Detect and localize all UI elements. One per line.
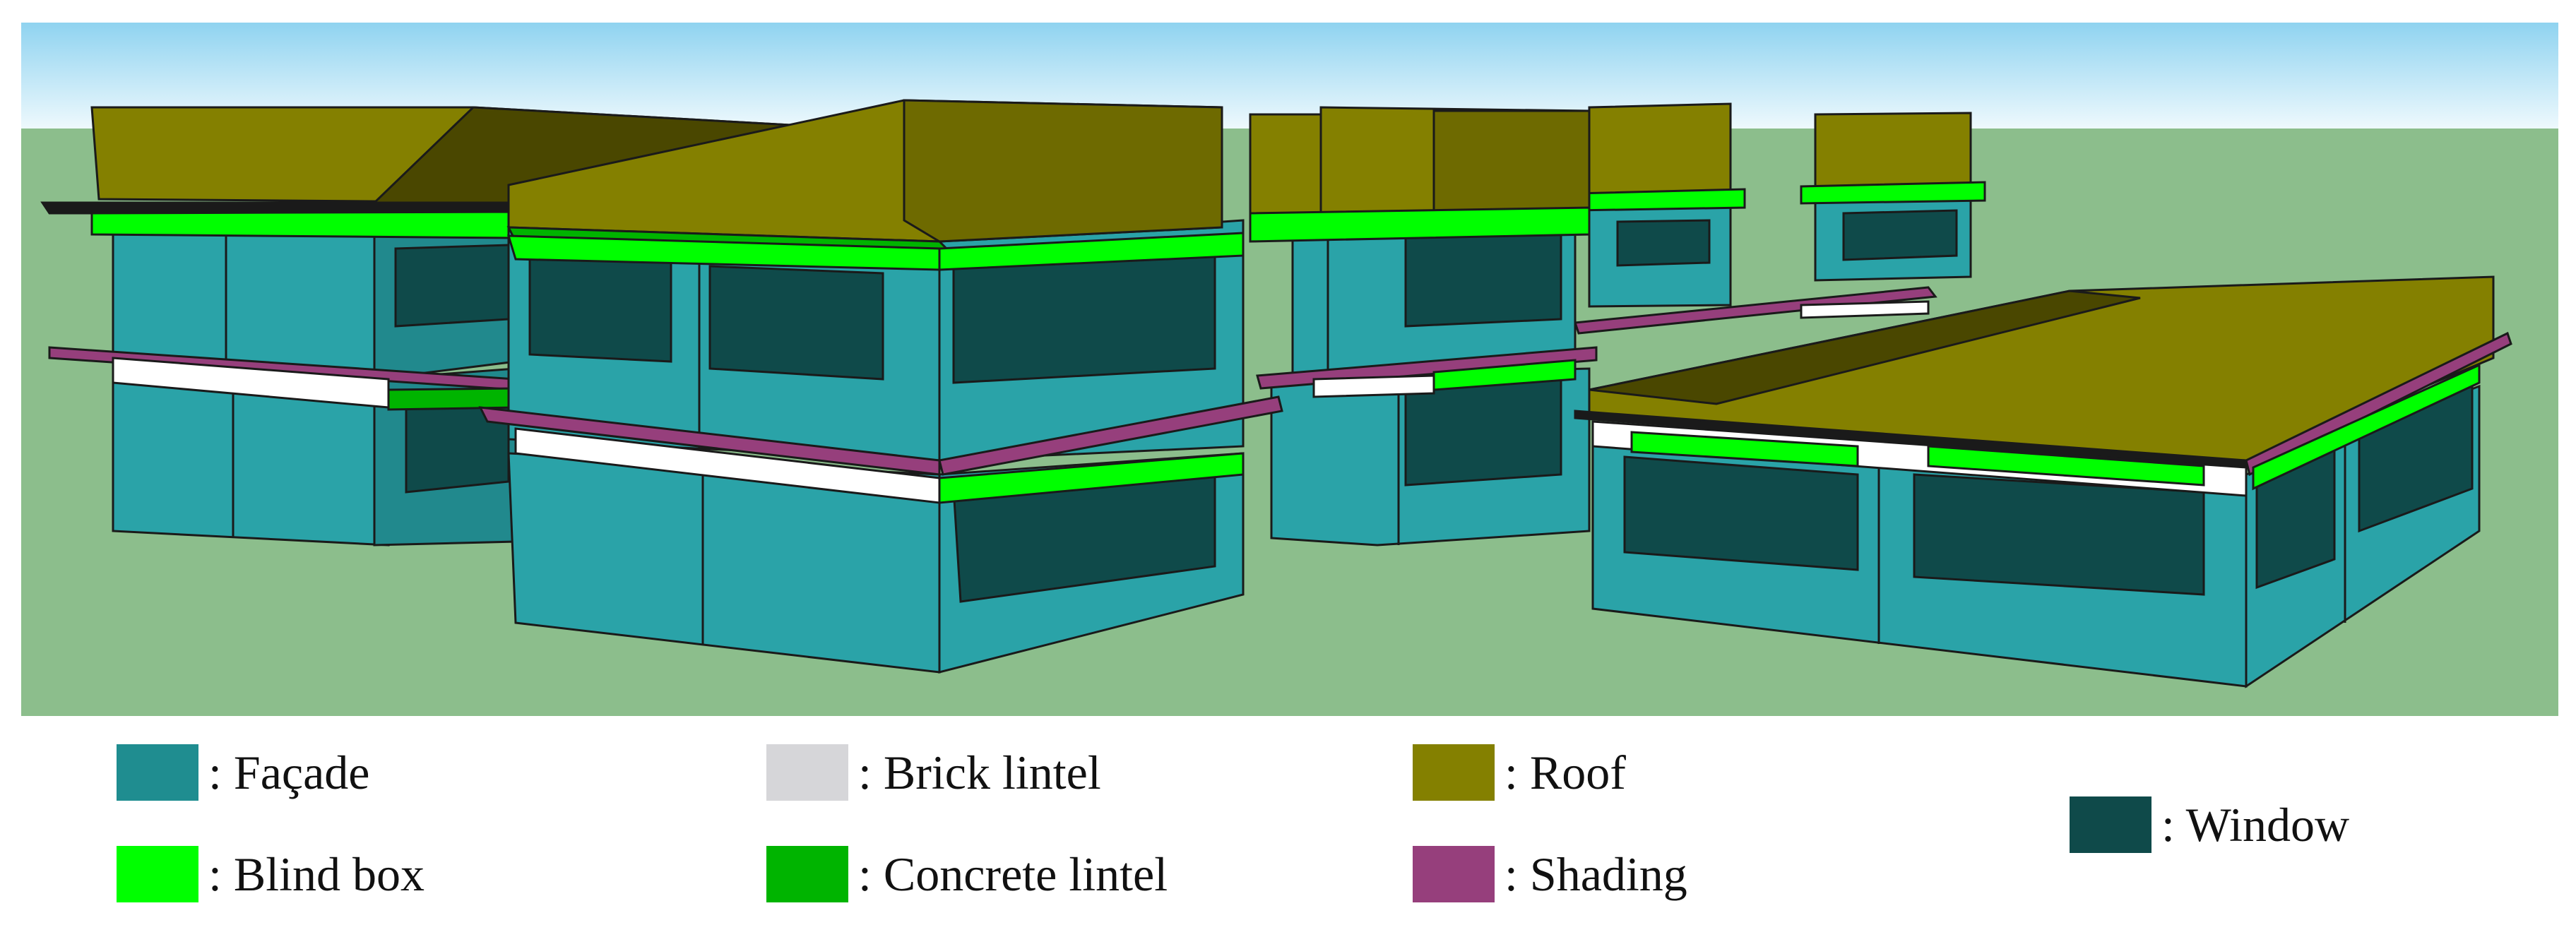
concrete-lintel-swatch [766,846,848,902]
legend-label-facade: : Façade [208,746,370,799]
legend-label-window: : Window [2161,798,2350,852]
building-front-main [478,99,1283,674]
building-front-right [1574,275,2512,688]
blind-box-swatch [117,846,198,902]
building-back-right [1573,102,1986,335]
legend-item-window: : Window [2070,795,2349,854]
roof-swatch [1413,744,1495,801]
legend-item-concrete-lintel: : Concrete lintel [766,845,1168,904]
legend-label-brick-lintel: : Brick lintel [858,746,1101,799]
legend-item-roof: : Roof [1413,743,1626,802]
facade-swatch [117,744,198,801]
legend-item-brick-lintel: : Brick lintel [766,743,1101,802]
legend-label-blind-box: : Blind box [208,847,425,901]
building-model-scene [21,23,2558,716]
legend-item-facade: : Façade [117,743,369,802]
building-middle [1249,106,1598,547]
legend-item-blind-box: : Blind box [117,845,425,904]
legend-label-shading: : Shading [1504,847,1687,901]
brick-lintel-swatch [766,744,848,801]
legend-label-concrete-lintel: : Concrete lintel [858,847,1168,901]
legend-item-shading: : Shading [1413,845,1687,904]
window-swatch [2070,796,2151,853]
building-back-left [40,106,855,547]
legend-label-roof: : Roof [1504,746,1626,799]
shading-swatch [1413,846,1495,902]
